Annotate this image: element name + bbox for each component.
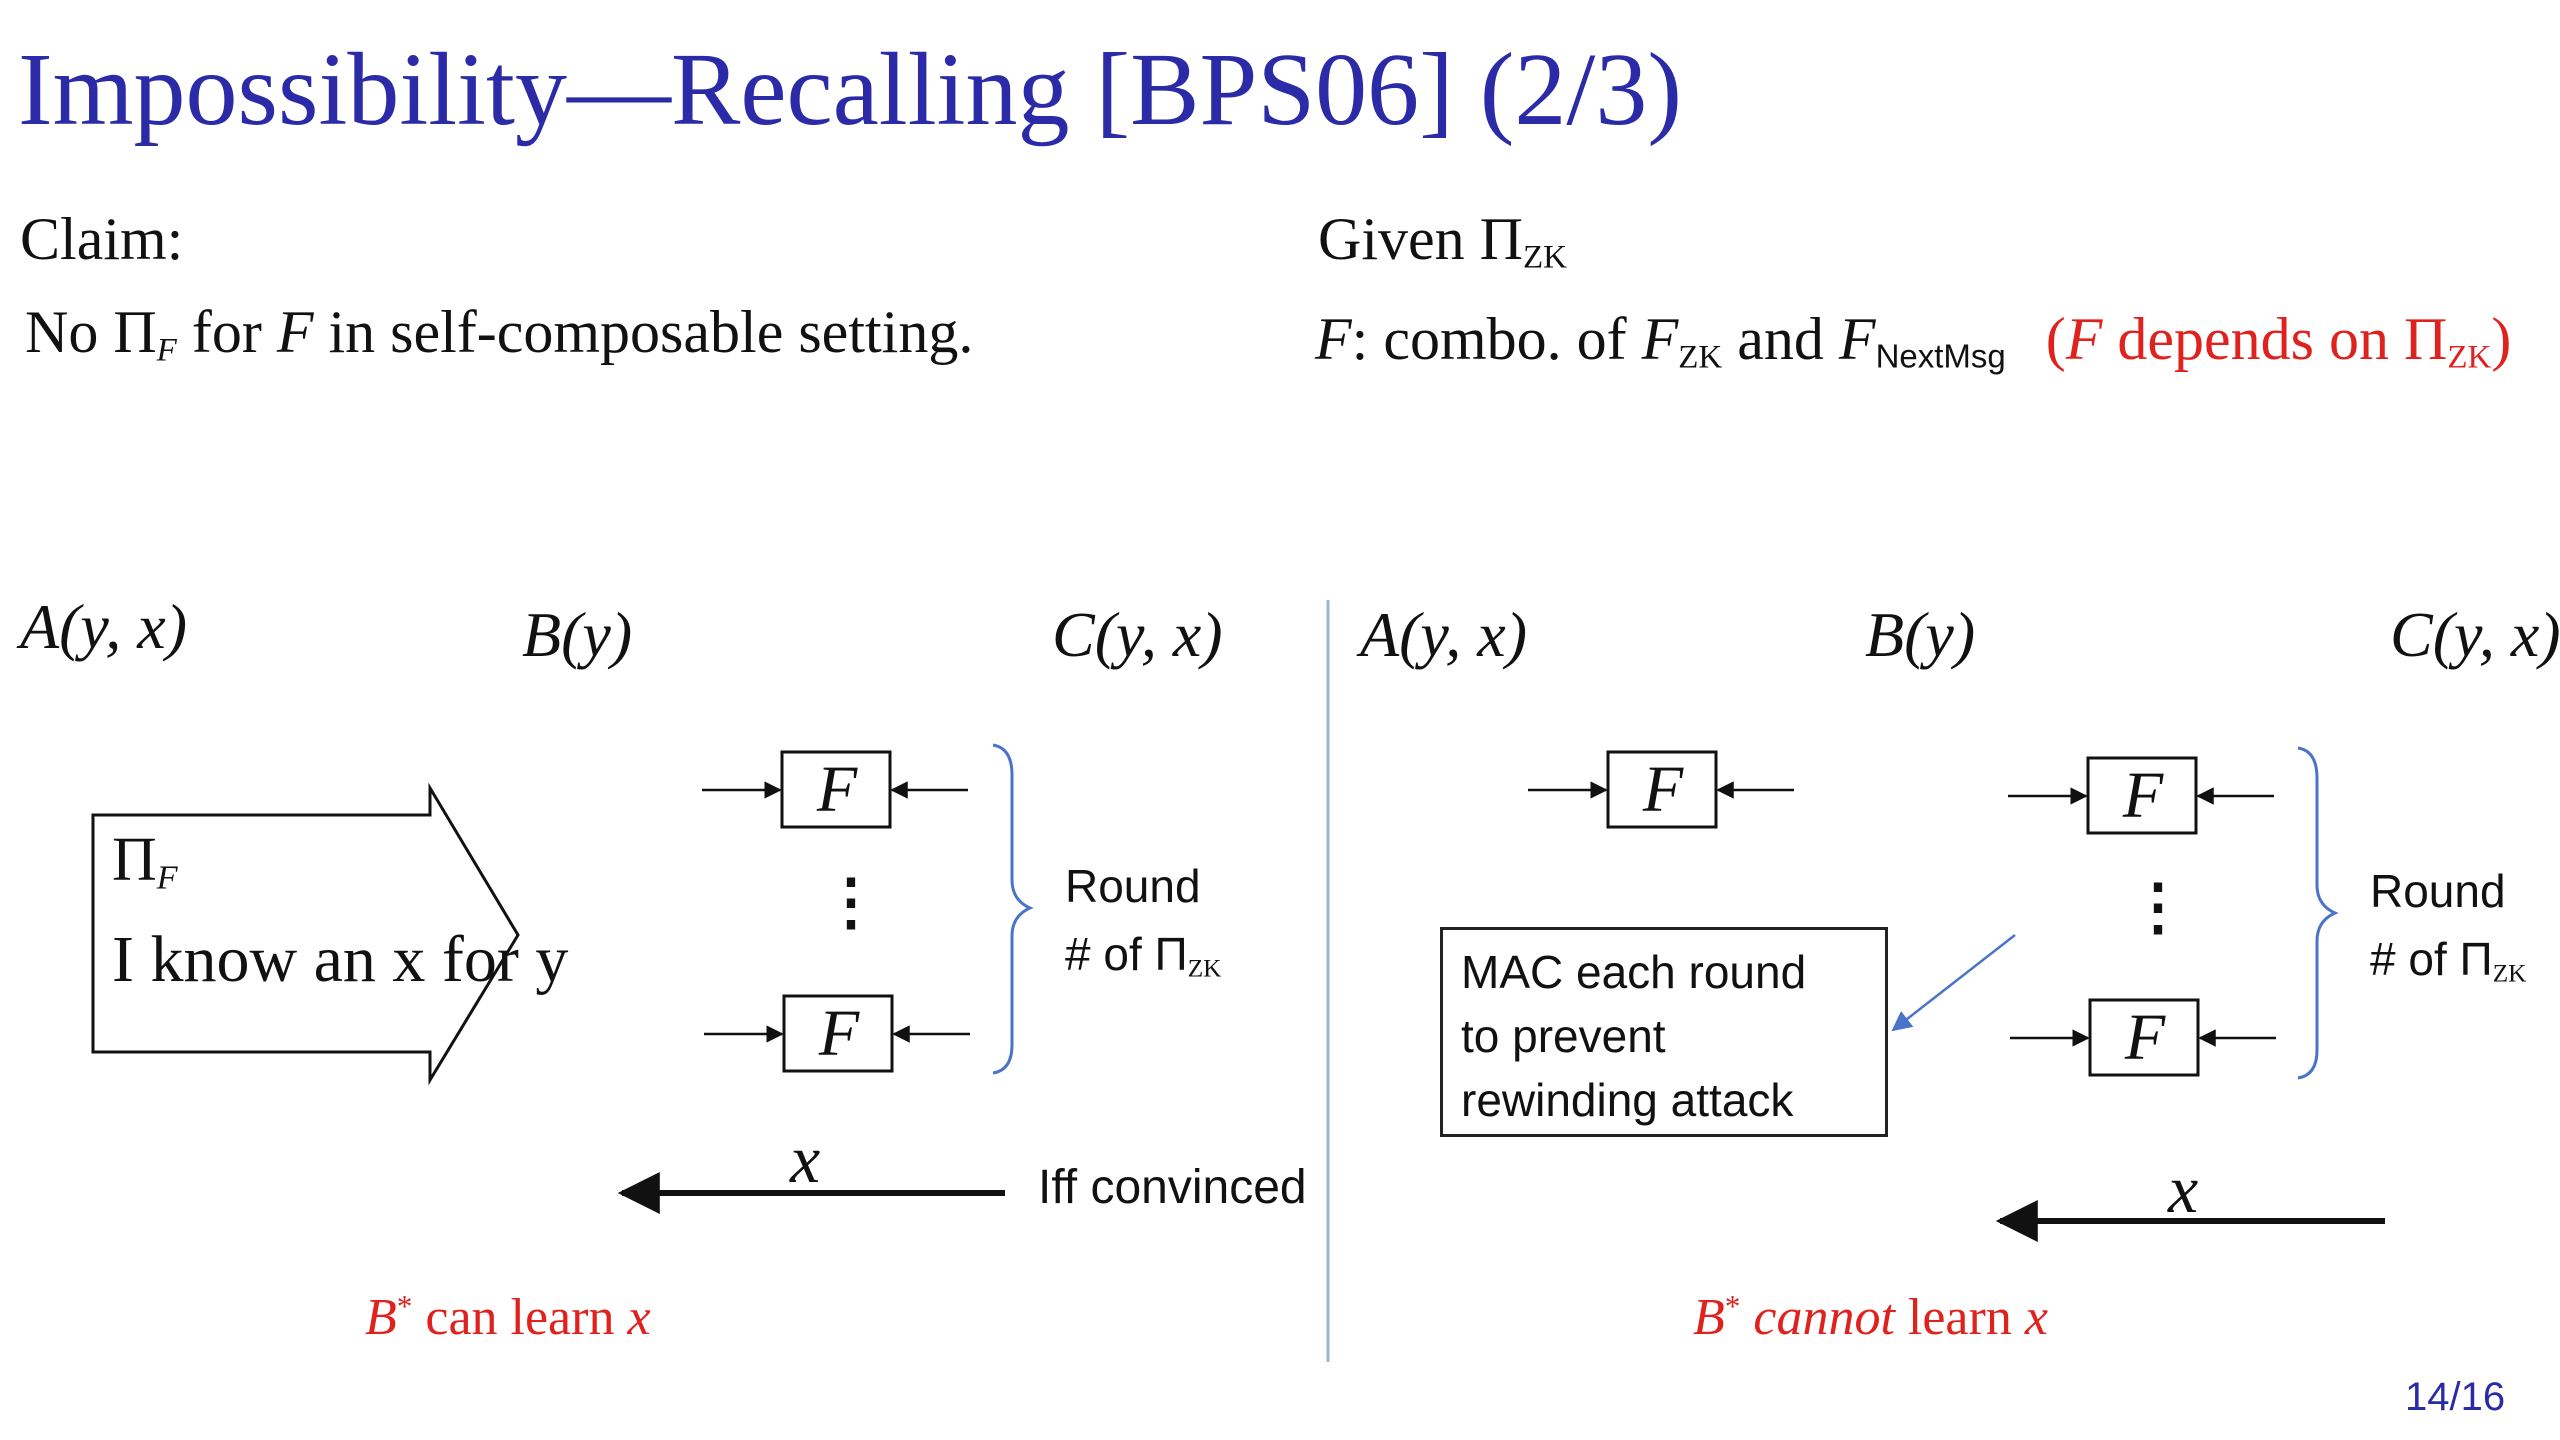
- iff-convinced-label: Iff convinced: [1038, 1161, 1307, 1214]
- left-func-top-label: F: [816, 753, 858, 826]
- right-party-c: C(y, x): [2390, 599, 2560, 670]
- right-func-bottom-label: F: [2124, 1001, 2166, 1074]
- given-label: Given ΠZK: [1318, 206, 1567, 276]
- right-result: B* cannot learn x: [1693, 1288, 2048, 1346]
- left-func-box-top: [780, 750, 892, 829]
- left-round-brace: [992, 743, 1034, 1075]
- arrow-box-protocol: ΠF: [112, 826, 178, 897]
- right-func-single-label: F: [1642, 753, 1684, 826]
- proof-arrow-shape: [91, 782, 520, 1086]
- mac-line-1: MAC each round: [1461, 946, 1807, 998]
- left-round-label: Round# of ΠZK: [1065, 860, 1222, 983]
- left-ellipsis: ⋮: [820, 869, 882, 937]
- left-party-a: A(y, x): [20, 591, 187, 662]
- given-functionality: F: combo. of FZK and FNextMsg(F depends …: [1315, 306, 2512, 376]
- right-x-label: x: [2168, 1151, 2199, 1227]
- mac-note-box: MAC each round to prevent rewinding atta…: [1440, 927, 1888, 1137]
- left-result: B* can learn x: [365, 1288, 651, 1346]
- right-func-box-single: [1606, 750, 1718, 829]
- right-round-label: Round# of ΠZK: [2370, 865, 2527, 988]
- right-func-top-label: F: [2122, 759, 2164, 832]
- arrow-box-statement: I know an x for y: [112, 923, 569, 996]
- right-party-b: B(y): [1865, 599, 1976, 670]
- left-func-bottom-label: F: [818, 997, 860, 1070]
- dependency-note: (F depends on ΠZK): [2045, 306, 2512, 376]
- claim-label: Claim:: [20, 206, 184, 272]
- left-party-b: B(y): [522, 599, 633, 670]
- right-ellipsis: ⋮: [2127, 874, 2189, 942]
- mac-pointer-arrow: [1891, 934, 2016, 1032]
- left-x-label: x: [790, 1121, 821, 1197]
- mac-line-2: to prevent: [1461, 1010, 1666, 1062]
- left-func-box-bottom: [782, 994, 894, 1073]
- slide-title: Impossibility—Recalling [BPS06] (2/3): [18, 32, 1682, 147]
- right-func-box-bottom: [2088, 998, 2200, 1077]
- page-number: 14/16: [2405, 1375, 2506, 1419]
- right-func-box-top: [2086, 756, 2198, 835]
- right-round-brace: [2297, 746, 2339, 1080]
- claim-statement: No ΠF for F in self-composable setting.: [25, 299, 974, 369]
- left-party-c: C(y, x): [1052, 599, 1223, 670]
- right-party-a: A(y, x): [1360, 599, 1527, 670]
- mac-line-3: rewinding attack: [1461, 1074, 1794, 1126]
